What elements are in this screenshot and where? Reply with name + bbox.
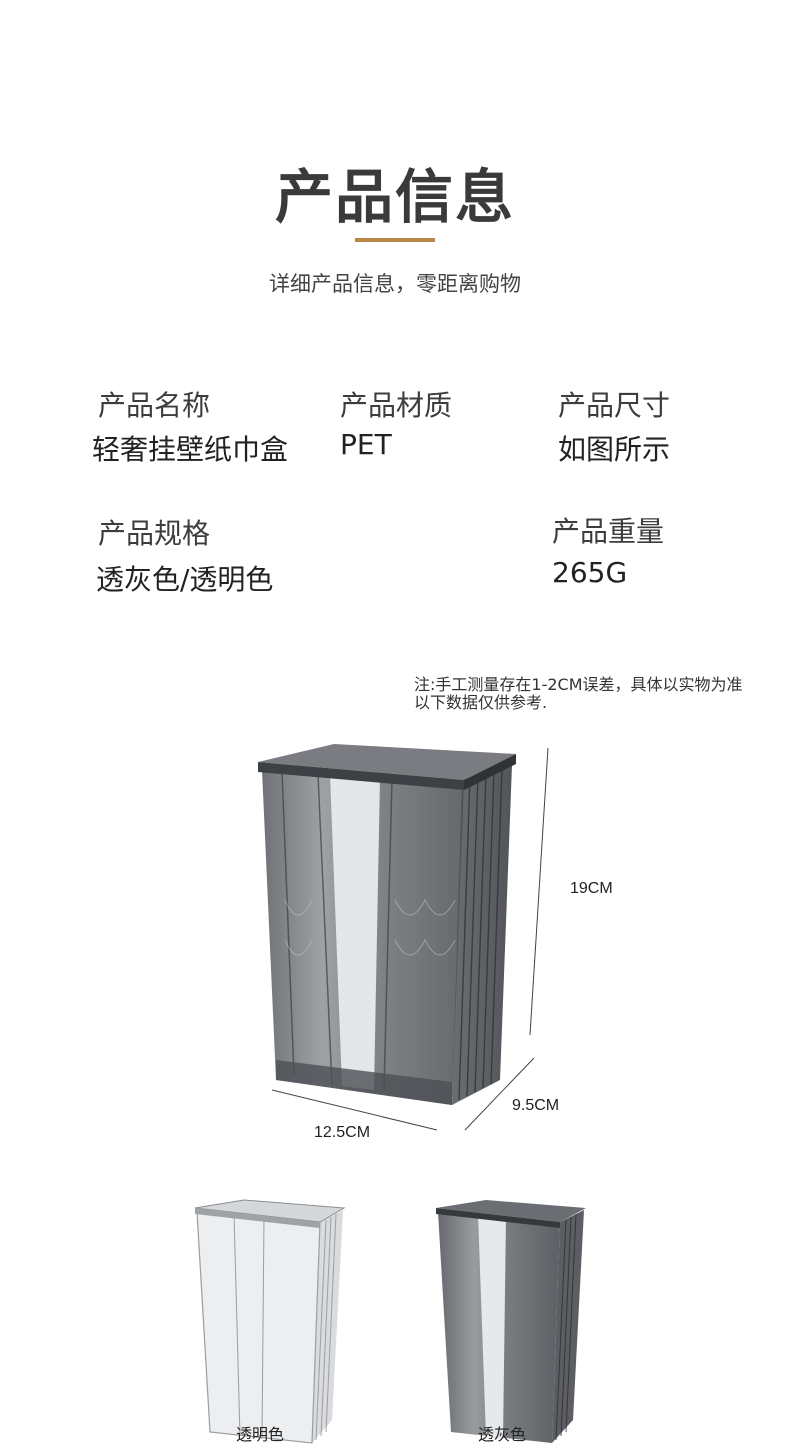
height-dimension-line xyxy=(529,747,549,1036)
width-label: 12.5CM xyxy=(314,1124,371,1141)
spec-label-spec: 产品规格 xyxy=(98,517,211,550)
width-dimension-line xyxy=(271,1089,438,1131)
tissue-box-gray-large xyxy=(258,744,516,1105)
page-subtitle: 详细产品信息，零距离购物 xyxy=(269,272,521,296)
spec-value-size: 如图所示 xyxy=(558,433,671,466)
note-line-1: 注:手工测量存在1-2CM误差，具体以实物为准 xyxy=(414,675,743,694)
dimension-lines xyxy=(271,747,549,1131)
depth-label: 9.5CM xyxy=(512,1097,560,1114)
spec-value-weight: 265G xyxy=(552,556,628,589)
tissue-box-clear xyxy=(194,1199,346,1444)
depth-dimension-line xyxy=(464,1057,535,1131)
variant-caption-clear: 透明色 xyxy=(236,1425,285,1444)
title-accent-bar xyxy=(355,238,435,242)
variant-caption-gray: 透灰色 xyxy=(478,1425,527,1444)
measurement-note: 注:手工测量存在1-2CM误差，具体以实物为准 以下数据仅供参考. xyxy=(414,676,784,712)
spec-label-weight: 产品重量 xyxy=(552,515,665,548)
height-label: 19CM xyxy=(570,880,613,897)
spec-label-material: 产品材质 xyxy=(340,389,453,422)
spec-value-spec: 透灰色/透明色 xyxy=(96,563,274,596)
spec-label-size: 产品尺寸 xyxy=(558,389,671,422)
page-title: 产品信息 xyxy=(274,163,515,231)
note-line-2: 以下数据仅供参考. xyxy=(414,693,548,712)
spec-value-material: PET xyxy=(340,428,392,461)
spec-label-name: 产品名称 xyxy=(98,389,211,422)
spec-value-name: 轻奢挂壁纸巾盒 xyxy=(92,433,289,466)
tissue-box-gray-small xyxy=(436,1200,586,1443)
